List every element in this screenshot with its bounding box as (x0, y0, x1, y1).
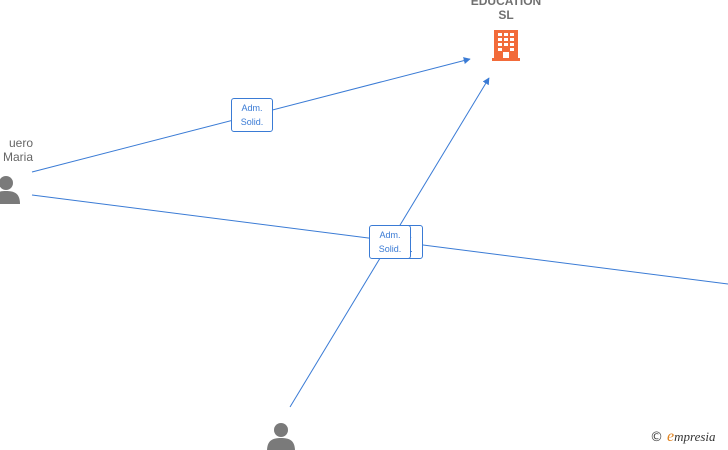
person-left-name-label: uero Maria (0, 136, 33, 164)
person-icon[interactable] (267, 423, 295, 450)
edge-label-line1: Adm. (241, 103, 263, 113)
person-icon[interactable] (0, 176, 20, 204)
person-left-name-line1: uero (8, 136, 33, 150)
edge-label[interactable]: Adm. Solid. (369, 225, 411, 259)
edge-label-line2: Solid. (378, 244, 402, 254)
building-icon[interactable] (492, 30, 520, 61)
brand-logo-rest: mpresia (674, 429, 716, 444)
edge-label[interactable]: Adm. Solid. (231, 98, 273, 132)
brand-logo-e: e (667, 428, 675, 445)
company-name-line1: EDUCATION (470, 0, 542, 8)
edge-label-line2: Solid. (240, 117, 264, 127)
edge-label-line1: Adm. (379, 230, 401, 240)
company-name-line2: SL (498, 8, 514, 22)
copyright-symbol: © (650, 430, 663, 445)
company-name-label: EDUCATION SL (456, 0, 556, 22)
brand-footer: © empresia (650, 428, 716, 446)
person-left-name-line2: Maria (2, 150, 33, 164)
